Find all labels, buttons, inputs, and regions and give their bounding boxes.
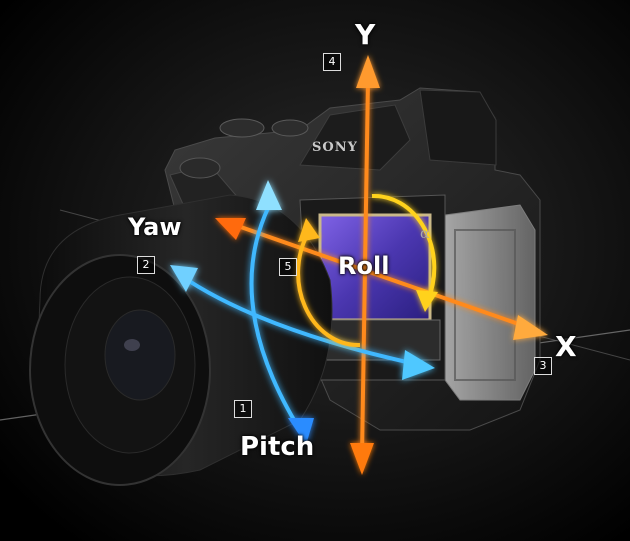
roll-arrow xyxy=(296,193,438,348)
roll-number: 5 xyxy=(279,258,297,276)
x-axis-number: 3 xyxy=(534,357,552,375)
camera-lens xyxy=(29,194,333,486)
yaw-number: 2 xyxy=(137,256,155,274)
yaw-label: Yaw xyxy=(128,213,182,241)
pitch-arrow xyxy=(249,180,314,445)
camera-body xyxy=(164,87,541,431)
y-axis-arrow xyxy=(350,55,380,475)
yaw-arrow xyxy=(170,265,435,380)
y-axis-number: 4 xyxy=(323,53,341,71)
x-axis-arrow xyxy=(215,218,548,340)
model-mark: α xyxy=(420,226,430,242)
pitch-number: 1 xyxy=(234,400,252,418)
pitch-label: Pitch xyxy=(240,432,315,462)
roll-label: Roll xyxy=(338,252,390,280)
x-axis-label: X xyxy=(555,330,577,363)
image-sensor xyxy=(318,213,432,322)
y-axis-label: Y xyxy=(355,18,376,51)
brand-logo: SONY xyxy=(312,140,358,155)
